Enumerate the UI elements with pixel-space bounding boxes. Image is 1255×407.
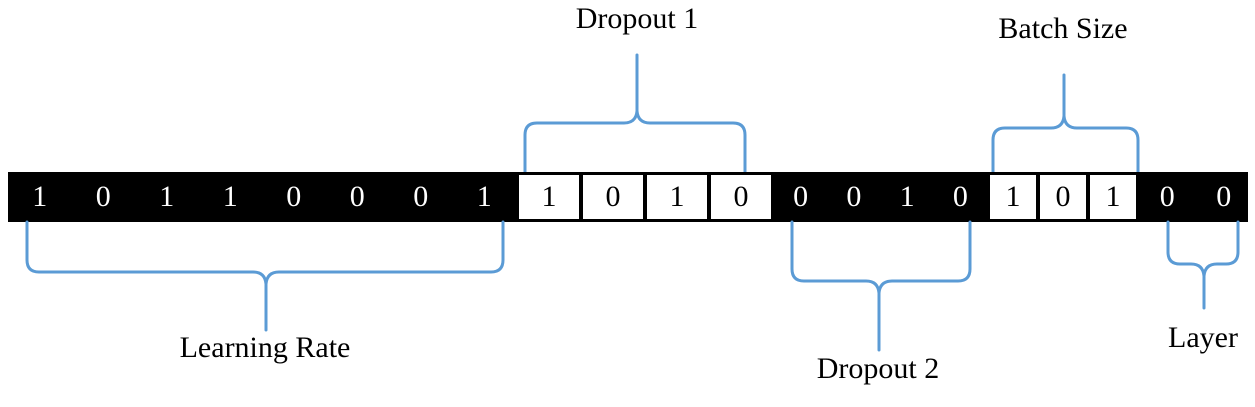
bit-cell-batch-size-2: 1 [1088,173,1138,221]
bit-cell-dropout-1-1: 0 [581,173,645,221]
label-layer: Layer [1168,321,1238,354]
bit-cell-dropout-2-3: 0 [952,180,968,213]
brace-layer [1166,220,1240,310]
bit-cell-dropout-1-2: 1 [645,173,709,221]
bit-cell-batch-size-0: 1 [988,173,1038,221]
brace-learning-rate [25,220,505,332]
bit-cell-dropout-1-0: 1 [517,173,581,221]
label-batch-size: Batch Size [998,12,1128,45]
bit-cell-dropout-1-3: 0 [709,173,773,221]
bit-cell-learning-rate-0: 1 [32,180,48,213]
bit-cell-learning-rate-3: 1 [222,180,238,213]
label-dropout-1: Dropout 1 [575,2,699,35]
label-learning-rate: Learning Rate [179,331,351,364]
bit-cell-learning-rate-1: 0 [95,180,111,213]
brace-dropout-1 [523,53,747,176]
bit-cell-learning-rate-2: 1 [159,180,175,213]
brace-batch-size [991,73,1140,176]
bit-cell-learning-rate-6: 0 [413,180,429,213]
label-dropout-2: Dropout 2 [816,352,940,385]
bit-cell-learning-rate-7: 1 [476,180,492,213]
bit-cell-batch-size-1: 0 [1038,173,1088,221]
brace-dropout-2 [790,220,972,352]
bit-cell-dropout-2-0: 0 [793,180,809,213]
bit-cell-learning-rate-4: 0 [286,180,302,213]
bit-cell-layer-1: 0 [1216,180,1232,213]
bit-cell-dropout-2-1: 0 [846,180,862,213]
bit-cell-dropout-2-2: 1 [899,180,915,213]
bit-cell-layer-0: 0 [1159,180,1175,213]
bit-cell-learning-rate-5: 0 [349,180,365,213]
